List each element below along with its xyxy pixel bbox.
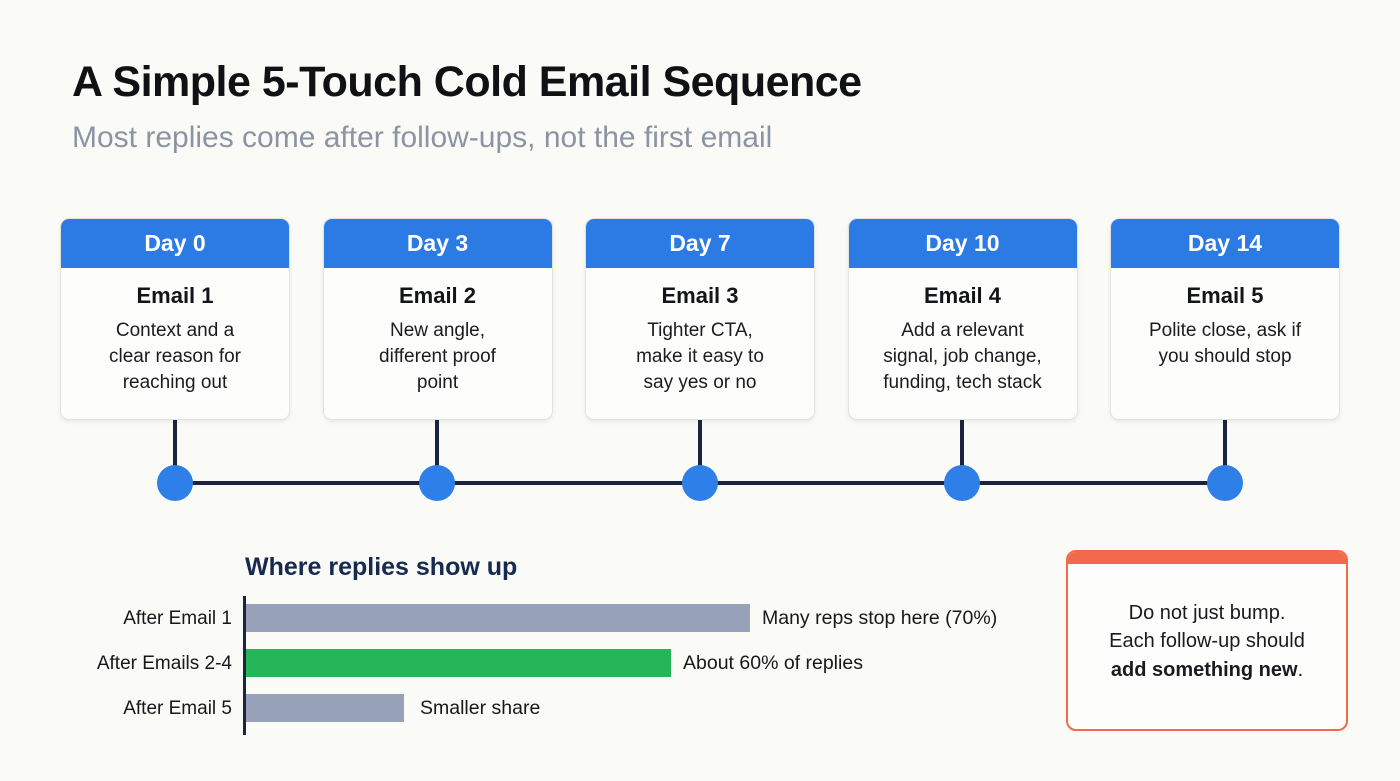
- callout-box: Do not just bump. Each follow-up should …: [1066, 550, 1348, 731]
- card-email-title: Email 2: [398, 283, 477, 308]
- chart-annotation: Smaller share: [420, 697, 541, 719]
- card-day-header: Day 7: [586, 219, 814, 268]
- timeline-connector: [1223, 420, 1227, 483]
- chart-y-axis-line: [243, 596, 246, 735]
- card-email-title: Email 1: [136, 283, 214, 308]
- card-day-header: Day 0: [61, 219, 289, 268]
- chart-category-label: After Email 1: [123, 608, 232, 629]
- chart-annotation: Many reps stop here (70%): [762, 607, 998, 629]
- page-subtitle: Most replies come after follow-ups, not …: [72, 121, 773, 154]
- timeline-dot: [682, 465, 718, 501]
- timeline-connector: [435, 420, 439, 483]
- timeline-connector: [698, 420, 702, 483]
- callout-bold-text: add something new: [1110, 658, 1298, 681]
- callout-text: Do not just bump. Each follow-up should …: [1068, 564, 1346, 719]
- timeline-dot: [419, 465, 455, 501]
- timeline-dot: [1207, 465, 1243, 501]
- chart-category-label: After Email 5: [123, 698, 232, 719]
- callout-period: .: [1297, 658, 1304, 681]
- card-email-title: Email 5: [1186, 283, 1264, 308]
- card-email-title: Email 3: [661, 283, 739, 308]
- chart-bar-after-email-1: [246, 604, 750, 632]
- timeline-dot: [944, 465, 980, 501]
- card-day-header: Day 3: [323, 219, 552, 268]
- timeline-connector: [960, 420, 964, 483]
- card-day-header: Day 14: [1111, 219, 1339, 268]
- callout-line: add something new.: [1111, 656, 1303, 685]
- chart-bar-after-email-5: [246, 694, 404, 722]
- chart-annotation: About 60% of replies: [683, 652, 863, 674]
- timeline-connector: [173, 420, 177, 483]
- chart-bar-after-emails-2-4: [246, 649, 671, 677]
- page-title: A Simple 5-Touch Cold Email Sequence: [72, 58, 862, 106]
- card-email-title: Email 4: [923, 283, 1002, 308]
- card-day-7: Day 7 Email 3 Tighter CTA,make it easy t…: [585, 218, 815, 420]
- chart-category-label: After Emails 2-4: [96, 653, 232, 674]
- callout-line: Do not just bump.: [1128, 601, 1286, 624]
- callout-line: Each follow-up should: [1109, 630, 1305, 653]
- timeline-dot: [157, 465, 193, 501]
- chart-title: Where replies show up: [245, 553, 518, 581]
- card-day-header: Day 10: [848, 219, 1077, 268]
- callout-accent-bar: [1068, 552, 1346, 564]
